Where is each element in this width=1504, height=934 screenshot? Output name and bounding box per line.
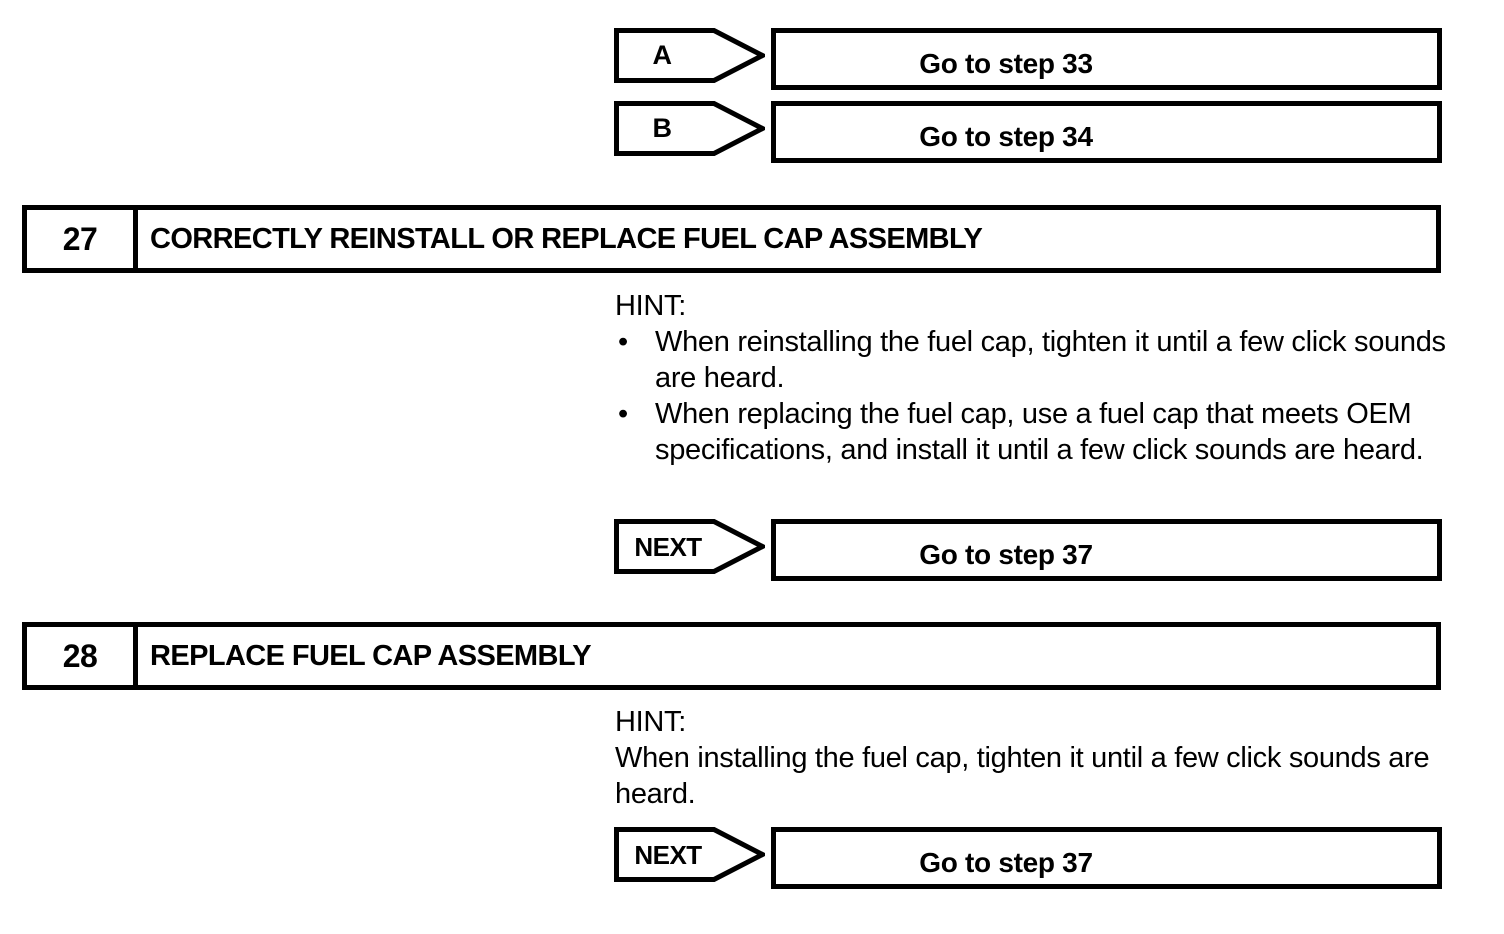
connector-tag-label: A <box>652 40 673 70</box>
hint-block-28: HINT: When installing the fuel cap, tigh… <box>615 704 1465 812</box>
goto-box[interactable]: Go to step 37 <box>771 827 1442 889</box>
hint-item-text: When reinstalling the fuel cap, tighten … <box>655 326 1446 394</box>
hint-block-27: HINT: • When reinstalling the fuel cap, … <box>615 288 1465 468</box>
step-number: 28 <box>27 627 138 685</box>
hint-label: HINT: <box>615 706 687 738</box>
goto-box-label: Go to step 33 <box>919 48 1093 79</box>
hint-item-text: When installing the fuel cap, tighten it… <box>615 742 1430 810</box>
bullet-glyph-icon: • <box>618 398 628 430</box>
step-header-27: 27 CORRECTLY REINSTALL OR REPLACE FUEL C… <box>22 205 1441 273</box>
goto-box[interactable]: Go to step 37 <box>771 519 1442 581</box>
goto-box-label: Go to step 37 <box>919 539 1093 570</box>
hint-list-item: • When reinstalling the fuel cap, tighte… <box>615 324 1465 396</box>
hint-list-item: • When replacing the fuel cap, use a fue… <box>615 396 1465 468</box>
connector-tag-b[interactable]: B <box>614 101 765 156</box>
goto-box-label: Go to step 34 <box>919 121 1093 152</box>
bullet-glyph-icon: • <box>618 326 628 358</box>
connector-tag-next[interactable]: NEXT <box>614 519 765 574</box>
arrow-tag-shape-icon <box>614 519 765 574</box>
goto-box-label: Go to step 37 <box>919 847 1093 878</box>
arrow-tag-shape-icon <box>614 101 765 156</box>
connector-tag-a[interactable]: A <box>614 28 765 83</box>
hint-item-text: When replacing the fuel cap, use a fuel … <box>655 398 1424 466</box>
step-title: REPLACE FUEL CAP ASSEMBLY <box>150 639 592 672</box>
goto-box[interactable]: Go to step 34 <box>771 101 1442 163</box>
connector-tag-label: B <box>652 113 673 143</box>
connector-tag-label: NEXT <box>634 839 702 870</box>
arrow-tag-shape-icon <box>614 827 765 882</box>
connector-tag-label: NEXT <box>634 531 702 562</box>
arrow-tag-shape-icon <box>614 28 765 83</box>
step-title: CORRECTLY REINSTALL OR REPLACE FUEL CAP … <box>150 222 983 255</box>
goto-box[interactable]: Go to step 33 <box>771 28 1442 90</box>
step-number: 27 <box>27 210 138 268</box>
step-header-28: 28 REPLACE FUEL CAP ASSEMBLY <box>22 622 1441 690</box>
hint-label: HINT: <box>615 290 687 322</box>
hint-list: • When reinstalling the fuel cap, tighte… <box>615 324 1465 468</box>
connector-tag-next[interactable]: NEXT <box>614 827 765 882</box>
